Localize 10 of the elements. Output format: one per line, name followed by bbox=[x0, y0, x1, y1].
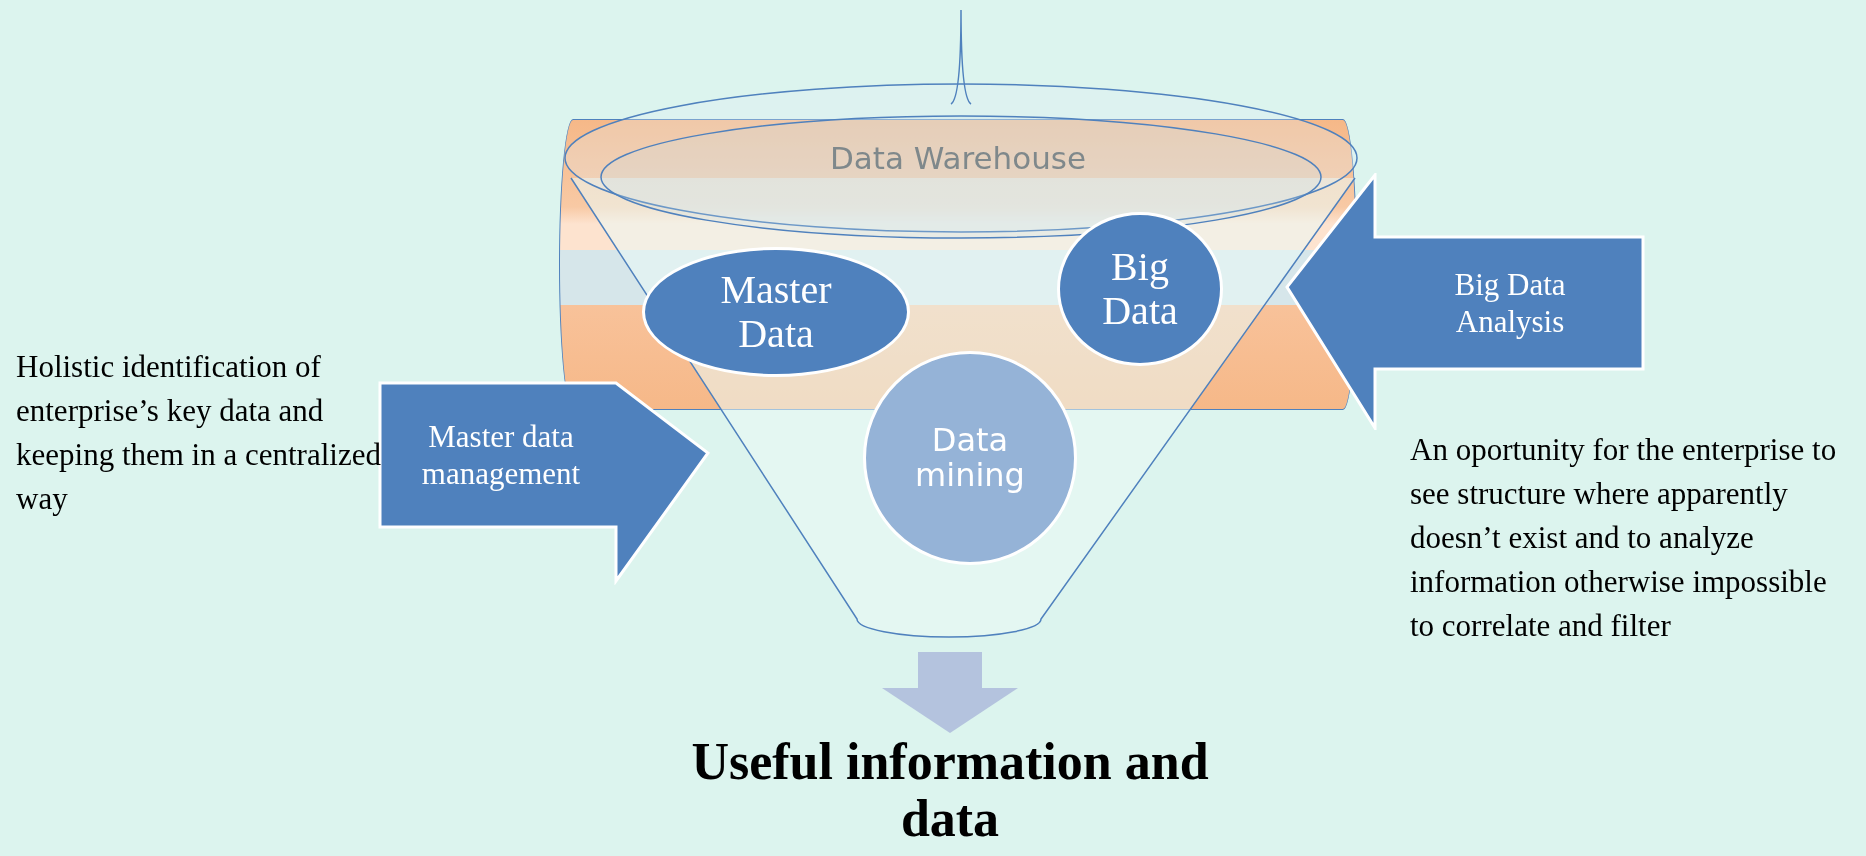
description-text: Holistic identification of enterprise’s key data and keeping them in a centralized way bbox=[16, 348, 382, 519]
node-label: Data mining bbox=[914, 422, 1026, 494]
description-text: An oportunity for the enterprise to see structure where apparently doesn’t exist and to analyze information otherwise impossible to correlate and filter bbox=[1410, 431, 1838, 646]
node-label: Big Data bbox=[1101, 245, 1179, 333]
node-label: Master Data bbox=[719, 268, 833, 356]
arrow-label: Master data management bbox=[420, 417, 582, 493]
result-text: Useful information and data bbox=[690, 733, 1210, 848]
arrow bbox=[882, 652, 1018, 733]
arrow-label: Big Data Analysis bbox=[1453, 265, 1567, 341]
node-label: Data Warehouse bbox=[828, 140, 1088, 176]
